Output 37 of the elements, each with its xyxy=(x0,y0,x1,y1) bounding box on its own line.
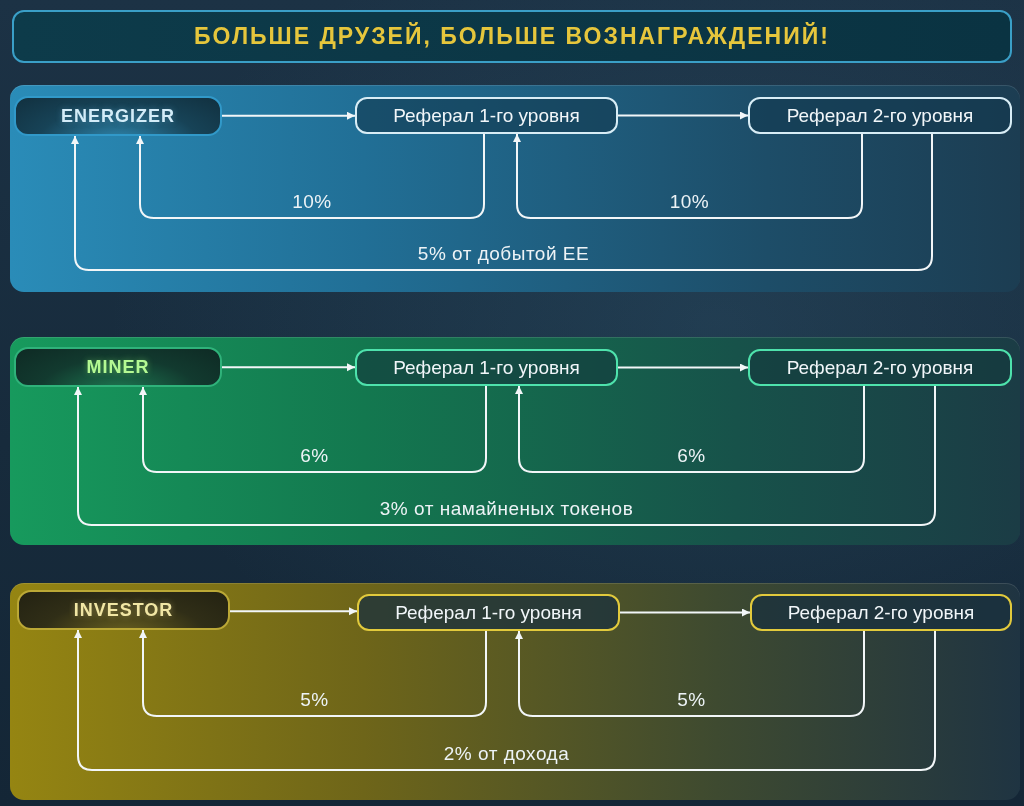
arrow xyxy=(74,629,936,771)
tier-panel xyxy=(10,583,1020,800)
edge-label: 6% xyxy=(677,445,706,467)
arrow xyxy=(136,133,485,219)
edge-label: 3% от намайненых токенов xyxy=(379,498,634,520)
tier-panel xyxy=(10,85,1020,292)
tier-box: ENERGIZER xyxy=(14,96,222,136)
arrow xyxy=(74,385,936,526)
referral-box: Реферал 2-го уровня xyxy=(748,349,1012,386)
edge-label: 6% xyxy=(300,445,329,467)
tier-box: INVESTOR xyxy=(17,590,230,630)
arrow xyxy=(139,629,487,717)
arrow xyxy=(139,385,487,473)
arrow xyxy=(221,111,356,120)
arrow xyxy=(617,363,749,372)
edge-label: 2% от дохода xyxy=(443,743,570,765)
arrow xyxy=(619,608,751,617)
arrow xyxy=(221,363,356,372)
referral-box: Реферал 1-го уровня xyxy=(355,349,618,386)
referral-box: Реферал 1-го уровня xyxy=(357,594,620,631)
edge-label: 5% xyxy=(677,689,706,711)
tier-box: MINER xyxy=(14,347,222,387)
arrow xyxy=(515,385,865,473)
arrow xyxy=(71,133,933,271)
arrow xyxy=(513,133,863,219)
arrow xyxy=(617,111,749,120)
edge-label: 10% xyxy=(292,191,332,213)
referral-box: Реферал 2-го уровня xyxy=(748,97,1012,134)
edge-label: 5% от добытой EE xyxy=(417,243,590,265)
edge-label: 5% xyxy=(300,689,329,711)
edge-label: 10% xyxy=(669,191,710,213)
title-banner: БОЛЬШЕ ДРУЗЕЙ, БОЛЬШЕ ВОЗНАГРАЖДЕНИЙ! xyxy=(12,10,1012,63)
tier-panel xyxy=(10,337,1020,545)
arrow xyxy=(515,630,865,717)
referral-box: Реферал 1-го уровня xyxy=(355,97,618,134)
referral-box: Реферал 2-го уровня xyxy=(750,594,1012,631)
arrow xyxy=(229,607,358,616)
